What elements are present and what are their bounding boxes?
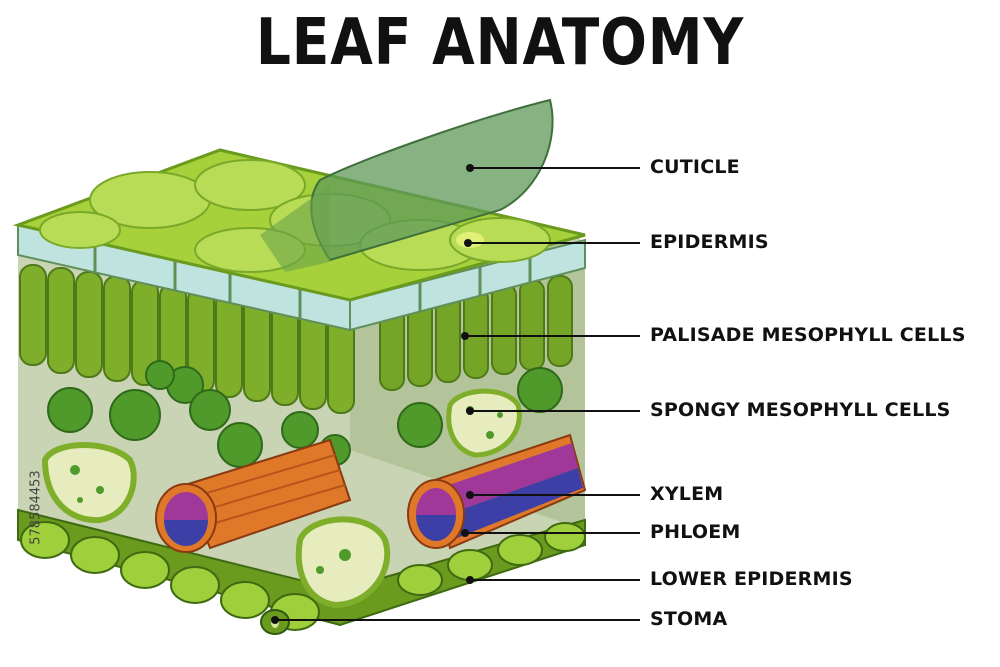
label-cuticle: CUTICLE — [650, 156, 740, 178]
label-xylem: XYLEM — [650, 483, 724, 505]
label-epidermis: EPIDERMIS — [650, 231, 769, 253]
vascular-bundle-left — [155, 438, 352, 553]
label-spongy-mesophyll: SPONGY MESOPHYLL CELLS — [650, 399, 951, 421]
cut-spongy-cells — [41, 388, 522, 609]
cuticle-layer — [260, 98, 554, 272]
page-title: LEAF ANATOMY — [255, 6, 745, 80]
watermark-id: 578584453 — [28, 470, 44, 545]
upper-epidermis-cells — [17, 223, 586, 332]
label-stoma: STOMA — [650, 608, 728, 630]
label-phloem: PHLOEM — [650, 521, 741, 543]
label-palisade-mesophyll: PALISADE MESOPHYLL CELLS — [650, 324, 966, 346]
label-lower-epidermis: LOWER EPIDERMIS — [650, 568, 853, 590]
vascular-bundle-right — [407, 433, 587, 550]
leader-lines — [271, 164, 640, 624]
lower-epidermis-cells — [17, 508, 586, 631]
palisade-mesophyll-cells — [19, 264, 573, 414]
